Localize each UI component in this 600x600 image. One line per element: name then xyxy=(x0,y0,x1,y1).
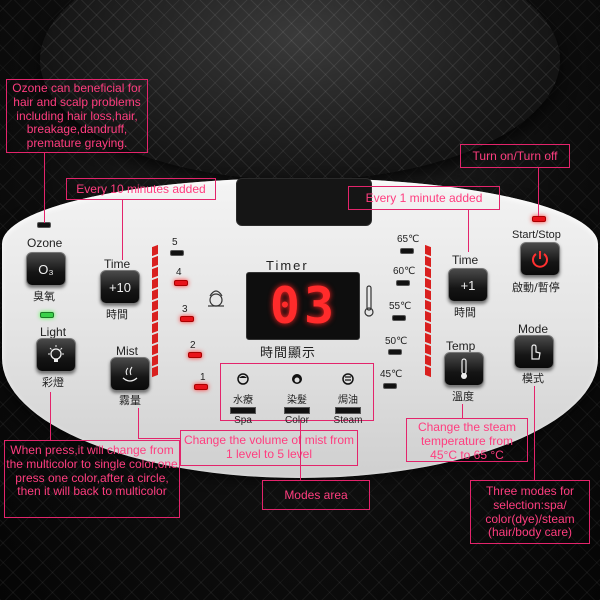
steam-icon xyxy=(342,373,354,385)
power-icon xyxy=(532,251,548,268)
mist-level-4-led xyxy=(174,280,188,286)
annotation-every-10: Every 10 minutes added xyxy=(66,178,216,200)
mist-level-1-label: 1 xyxy=(200,372,206,383)
mode-spa-led xyxy=(230,407,256,414)
temp-45-led xyxy=(383,383,397,389)
temp-60-label: 60℃ xyxy=(393,266,416,277)
start-stop-label: Start/Stop xyxy=(512,229,561,241)
mist-level-4-label: 4 xyxy=(176,267,182,278)
annotation-steam-temp: Change the steam temperature from 45°C t… xyxy=(406,418,528,462)
start-stop-button[interactable] xyxy=(520,242,560,276)
annotation-three-modes: Three modes for selection:spa/ color(dye… xyxy=(470,480,590,544)
timer-display-zh-label: 時間顯示 xyxy=(260,346,317,361)
bulb-icon xyxy=(48,345,64,362)
annotation-light: When press,it will change from the multi… xyxy=(4,440,180,518)
ozone-button[interactable]: O₃ xyxy=(26,252,66,286)
mode-steam: 焗油 Steam xyxy=(330,372,366,426)
annotation-every-1-pointer xyxy=(468,210,469,252)
light-label: Light xyxy=(40,325,67,339)
temp-button[interactable] xyxy=(444,352,484,386)
annotation-every-10-pointer xyxy=(122,200,123,260)
mode-button[interactable] xyxy=(514,335,554,369)
annotation-turn-on-off: Turn on/Turn off xyxy=(460,144,570,168)
annotation-modes-pointer xyxy=(300,421,301,480)
color-dye-icon xyxy=(292,374,302,384)
timer-plus10-button[interactable]: +10 xyxy=(100,270,140,304)
mode-steam-label: Steam xyxy=(333,415,363,426)
mode-steam-led xyxy=(335,407,361,414)
spa-icon xyxy=(237,373,249,385)
annotation-mist: Change the volume of mist from 1 level t… xyxy=(180,430,358,466)
light-led xyxy=(40,312,54,318)
hand-press-icon xyxy=(531,344,541,360)
temp-50-label: 50℃ xyxy=(385,336,408,347)
modes-area-box xyxy=(220,363,374,421)
timer-plus1-button[interactable]: +1 xyxy=(448,268,488,302)
timer1-zh-label: 時間 xyxy=(454,306,476,319)
mist-level-bars-left xyxy=(152,244,158,378)
mist-level-1-led xyxy=(194,384,208,390)
annotation-three-modes-pointer xyxy=(534,386,535,480)
annotation-modes: Modes area xyxy=(262,480,370,510)
power-led xyxy=(532,216,546,222)
light-zh-label: 彩燈 xyxy=(42,376,64,389)
start-stop-zh-label: 啟動/暫停 xyxy=(512,281,560,294)
temp-label: Temp xyxy=(446,339,476,353)
timer10-label: Time xyxy=(104,257,131,271)
ozone-label: Ozone xyxy=(27,236,63,250)
timer10-zh-label: 時間 xyxy=(106,308,128,321)
mist-level-3-led xyxy=(180,316,194,322)
mode-spa: 水療 Spa xyxy=(228,372,258,426)
hair-steamer-icon xyxy=(208,290,224,307)
temp-50-led xyxy=(388,349,402,355)
mode-color-zh: 染髮 xyxy=(287,395,307,406)
annotation-steam-pointer xyxy=(462,404,463,418)
timer-display-label: Timer xyxy=(266,258,309,273)
thermometer-button-icon xyxy=(461,358,467,379)
mode-steam-zh: 焗油 xyxy=(338,395,358,406)
mist-level-3-label: 3 xyxy=(182,304,188,315)
annotation-light-pointer xyxy=(50,392,51,440)
timer1-label: Time xyxy=(452,253,479,267)
light-button[interactable] xyxy=(36,338,76,372)
timer-display: 03 xyxy=(246,272,360,340)
mist-icon xyxy=(122,366,138,382)
mode-color-label: Color xyxy=(285,415,309,426)
annotation-mist-pointer-h xyxy=(138,438,180,439)
annotation-ozone-pointer xyxy=(44,153,45,223)
temp-60-led xyxy=(396,280,410,286)
mist-zh-label: 霧量 xyxy=(119,394,141,407)
annotation-every-1: Every 1 minute added xyxy=(348,186,500,210)
mist-button[interactable] xyxy=(110,357,150,391)
mode-spa-zh: 水療 xyxy=(233,395,253,406)
mode-color-led xyxy=(284,407,310,414)
temp-zh-label: 溫度 xyxy=(452,390,474,403)
annotation-mist-pointer xyxy=(138,408,139,438)
mist-level-2-label: 2 xyxy=(190,340,196,351)
temp-65-label: 65℃ xyxy=(397,234,420,245)
temp-level-bars-right xyxy=(425,244,431,378)
thermometer-icon xyxy=(364,285,374,317)
mist-level-5-label: 5 xyxy=(172,237,178,248)
mode-spa-label: Spa xyxy=(234,415,252,426)
mist-level-2-led xyxy=(188,352,202,358)
mist-level-5-led xyxy=(170,250,184,256)
mode-label: Mode xyxy=(518,322,549,336)
temp-45-label: 45℃ xyxy=(380,369,403,380)
timer-digits: 03 xyxy=(269,277,339,335)
mode-zh-label: 模式 xyxy=(522,372,544,385)
temp-55-led xyxy=(392,315,406,321)
mist-label: Mist xyxy=(116,344,138,358)
annotation-turn-pointer xyxy=(538,168,539,216)
temp-55-label: 55℃ xyxy=(389,301,412,312)
temp-65-led xyxy=(400,248,414,254)
ozone-zh-label: 臭氧 xyxy=(33,290,55,303)
mode-color: 染髮 Color xyxy=(280,372,314,426)
annotation-ozone: Ozone can beneficial for hair and scalp … xyxy=(6,79,148,153)
